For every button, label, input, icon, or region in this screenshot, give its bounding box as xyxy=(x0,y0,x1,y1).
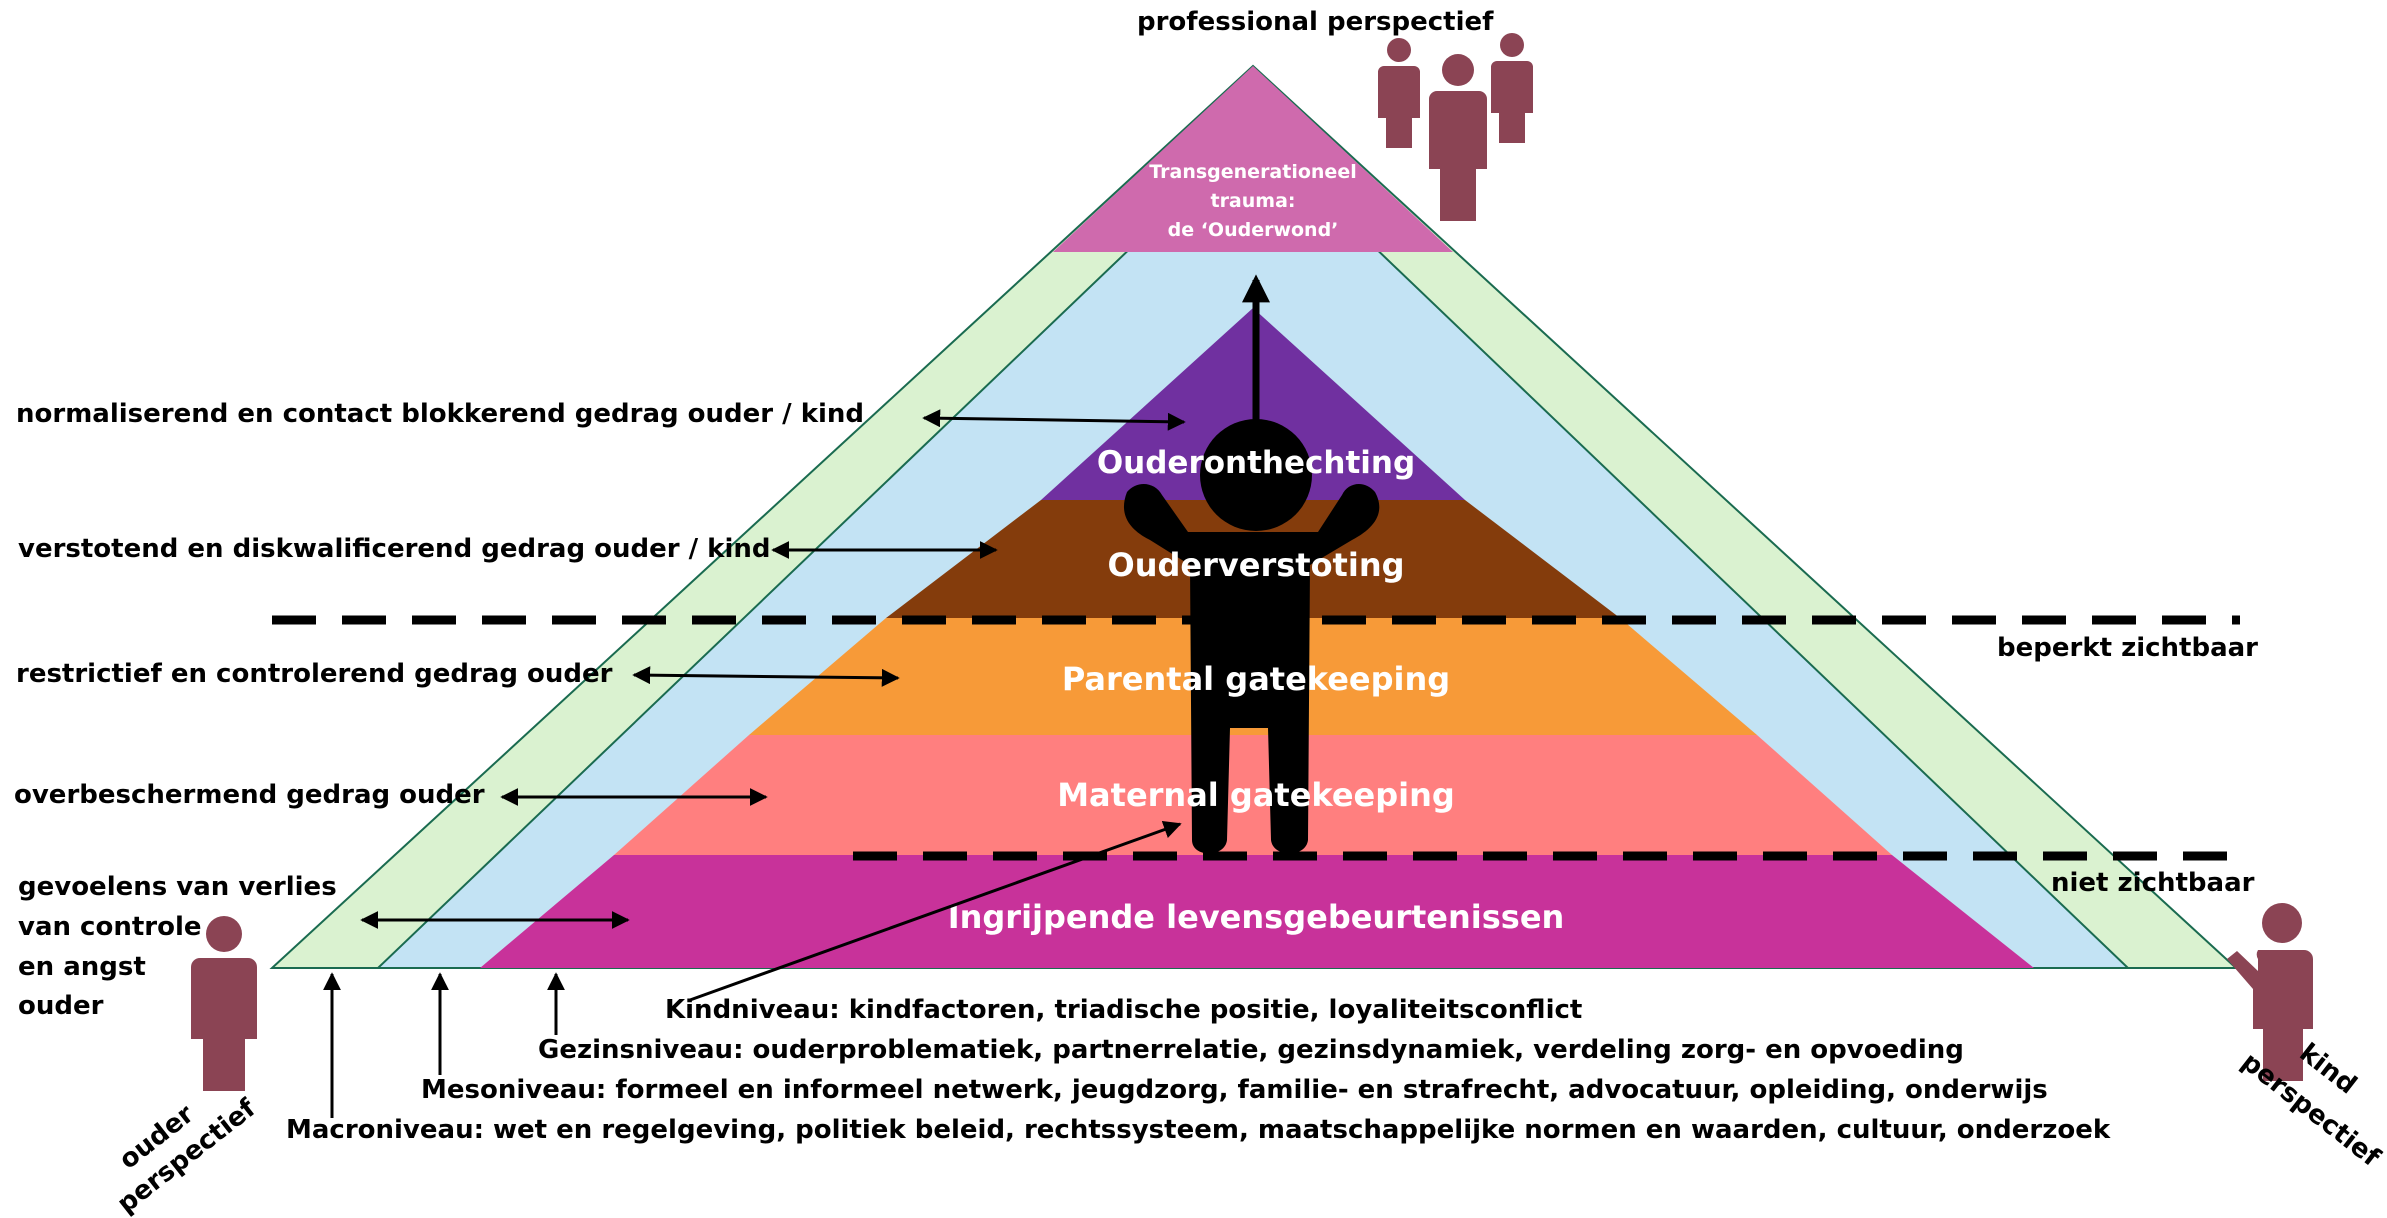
apex-line-3: de ‘Ouderwond’ xyxy=(1168,219,1339,241)
label-restrictief: restrictief en controlerend gedrag ouder xyxy=(16,659,613,689)
label-normaliserend: normaliserend en contact blokkerend gedr… xyxy=(16,399,864,429)
label-verstotend: verstotend en diskwalificerend gedrag ou… xyxy=(18,534,770,564)
label-ingrijpende: Ingrijpende levensgebeurtenissen xyxy=(948,898,1565,936)
label-beperkt-zichtbaar: beperkt zichtbaar xyxy=(1997,633,2258,663)
label-gevoelens-1: gevoelens van verlies xyxy=(18,872,337,902)
label-parental: Parental gatekeeping xyxy=(1062,660,1450,698)
label-niet-zichtbaar: niet zichtbaar xyxy=(2051,868,2255,898)
arrow-restrictief xyxy=(632,666,900,687)
label-kindniveau: Kindniveau: kindfactoren, triadische pos… xyxy=(665,995,1582,1025)
arrow-normaliserend xyxy=(922,409,1186,431)
band-maternal xyxy=(614,735,1892,855)
child-person-icon xyxy=(2227,903,2313,1081)
parent-person-icon xyxy=(191,916,257,1091)
arrow-kindniveau xyxy=(689,821,1182,1002)
label-gezinsniveau: Gezinsniveau: ouderproblematiek, partner… xyxy=(538,1035,1964,1065)
apex-line-1: Transgenerationeel xyxy=(1149,161,1356,183)
child-head xyxy=(1200,419,1312,531)
label-ouderonthechting: Ouderonthechting xyxy=(1097,445,1415,481)
trauma-apex xyxy=(1053,66,1453,252)
label-professional-perspectief: professional perspectief xyxy=(1137,7,1494,37)
label-maternal: Maternal gatekeeping xyxy=(1057,776,1455,814)
label-gevoelens-2: van controle xyxy=(18,912,202,942)
professional-people-icon xyxy=(1378,33,1533,221)
label-gevoelens-4: ouder xyxy=(18,991,104,1021)
label-gevoelens-3: en angst xyxy=(18,952,146,982)
child-body xyxy=(1123,484,1380,854)
label-mesoniveau: Mesoniveau: formeel en informeel netwerk… xyxy=(421,1075,2048,1105)
label-macroniveau: Macroniveau: wet en regelgeving, politie… xyxy=(286,1115,2111,1145)
apex-line-2: trauma: xyxy=(1210,190,1295,212)
band-ingrijpende xyxy=(480,855,2034,968)
label-ouderverstoting: Ouderverstoting xyxy=(1108,546,1405,584)
child-silhouette xyxy=(1123,419,1380,854)
label-overbeschermend: overbeschermend gedrag ouder xyxy=(14,780,485,810)
